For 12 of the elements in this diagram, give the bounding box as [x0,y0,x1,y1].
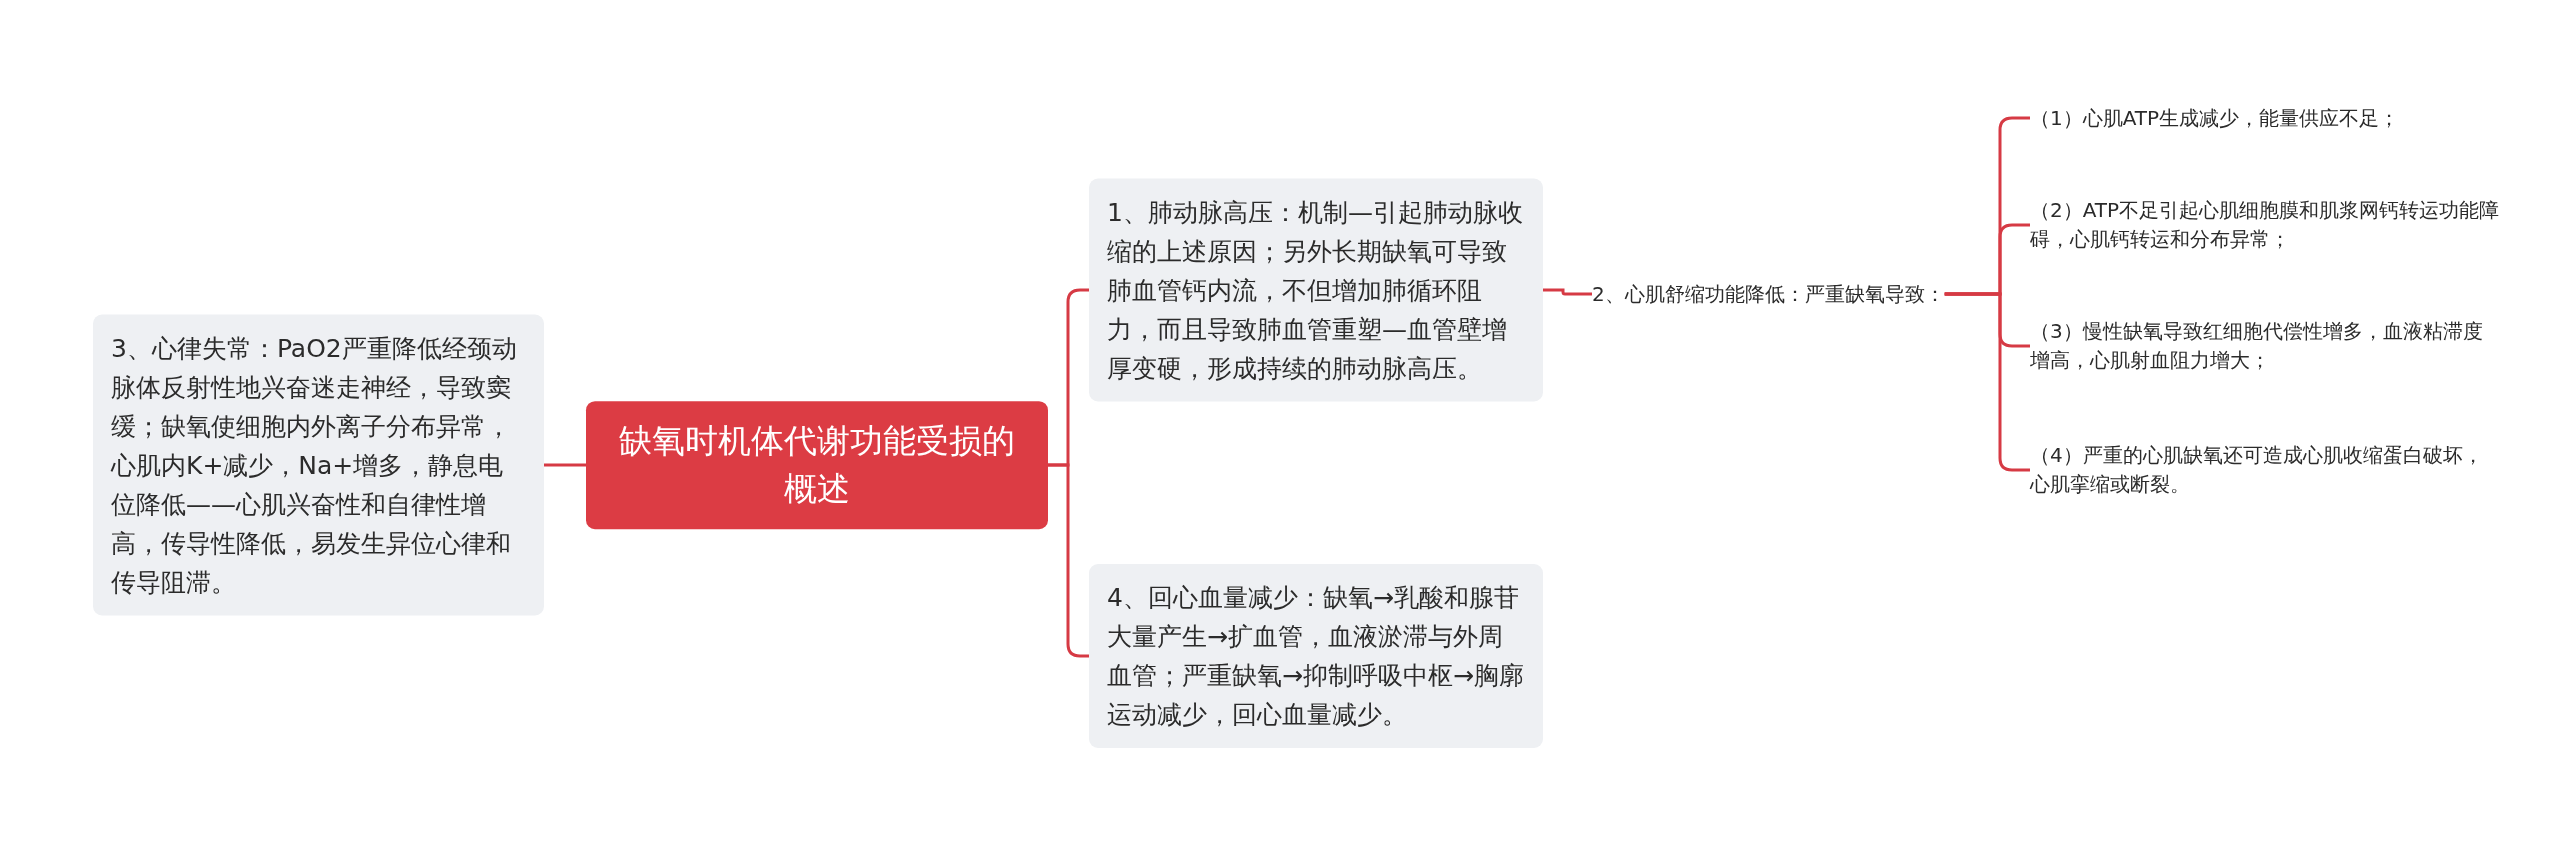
connector-line [544,463,586,467]
subtopic-text: （1）心肌ATP生成减少，能量供应不足； [2030,103,2500,133]
central-topic-box: 缺氧时机体代谢功能受损的概述 [586,401,1048,529]
topic-box: 1、肺动脉高压：机制—引起肺动脉收缩的上述原因；另外长期缺氧可导致肺血管钙内流，不但增加肺循环阻力，而且导致肺血管重塑—血管壁增厚变硬，形成持续的肺动脉高压。 [1089,178,1543,402]
subtopic-text: （4）严重的心肌缺氧还可造成心肌收缩蛋白破坏，心肌挛缩或断裂。 [2030,441,2500,499]
topic-box: 3、心律失常：PaO2严重降低经颈动脉体反射性地兴奋迷走神经，导致窦缓；缺氧使细胞内外离子分布异常，心肌内K+减少，Na+增多，静息电位降低——心肌兴奋性和自律性增高，传导性降低，易发生异位心律和传导阻滞。 [93,314,544,616]
connector-line [1048,463,1089,658]
subtopic-text: （3）慢性缺氧导致红细胞代偿性增多，血液粘滞度增高，心肌射血阻力增大； [2030,317,2500,375]
subtopic-text: 2、心肌舒缩功能降低：严重缺氧导致： [1592,279,1945,309]
subtopic-text: （2）ATP不足引起心肌细胞膜和肌浆网钙转运功能障碍，心肌钙转运和分布异常； [2030,196,2500,254]
topic-box: 4、回心血量减少：缺氧→乳酸和腺苷大量产生→扩血管，血液淤滞与外周血管；严重缺氧→抑制呼吸中枢→胸廓运动减少，回心血量减少。 [1089,564,1543,748]
connector-line [1543,288,1592,296]
